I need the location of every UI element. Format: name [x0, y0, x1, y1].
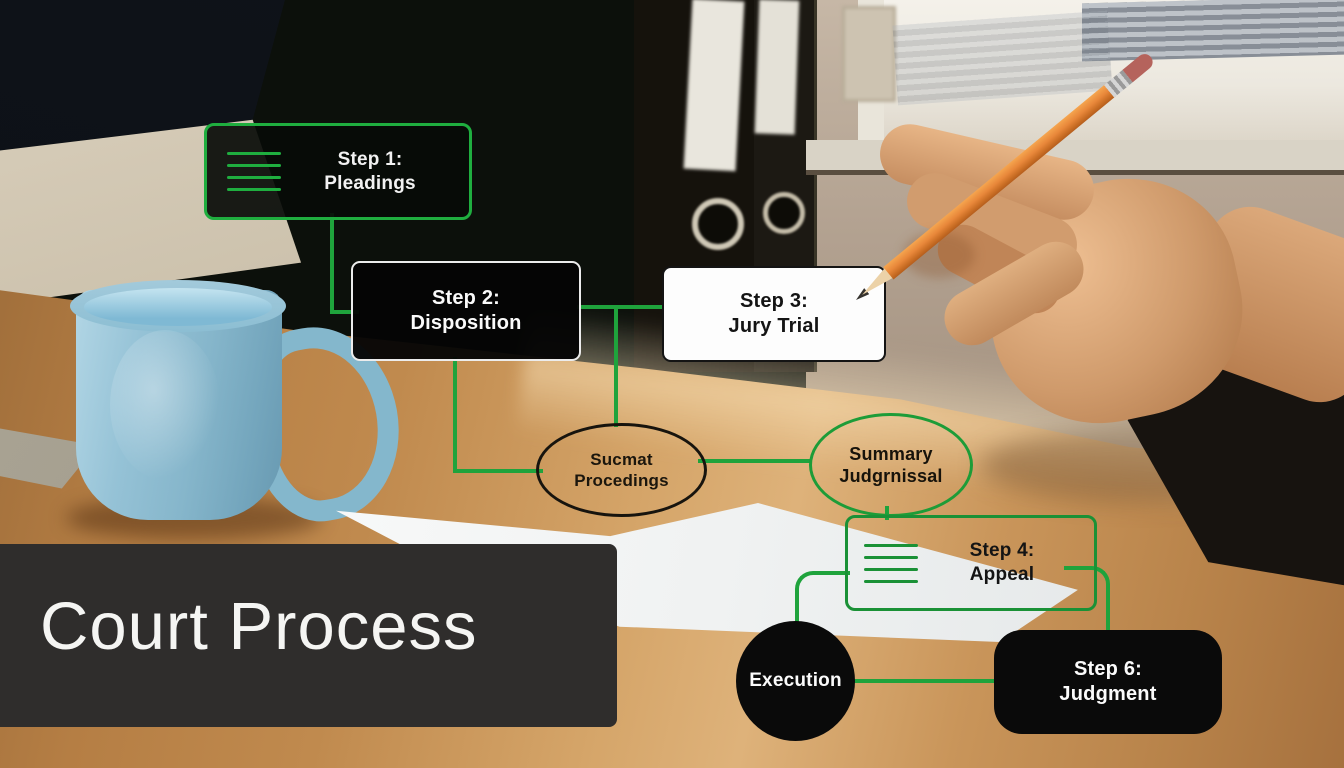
node-label: Step 6: Judgment: [1059, 658, 1157, 705]
node-label: Execution: [749, 670, 842, 692]
connector-step4-execution: [795, 571, 850, 632]
node-step3-jury-trial: Step 3: Jury Trial: [662, 266, 886, 362]
node-step2-disposition: Step 2: Disposition: [351, 261, 581, 361]
connector-step2-step3: [577, 305, 663, 309]
window-blinds-reflection: [892, 10, 1113, 106]
node-step4-appeal: Step 4: Appeal: [845, 515, 1097, 611]
connector-step1-step2: [330, 213, 359, 314]
node-oval-summary-judgrnissal: Summary Judgrnissal: [809, 413, 973, 517]
list-lines-icon: [864, 543, 918, 583]
window-blinds: [1082, 0, 1344, 62]
mug-rim-inner: [84, 288, 272, 326]
node-label: Step 2: Disposition: [410, 287, 522, 334]
connector-step3line-sucmat: [614, 305, 618, 427]
node-label: Step 4: Appeal: [969, 540, 1035, 585]
node-label: Summary Judgrnissal: [839, 443, 943, 487]
binder-label: [683, 0, 745, 172]
list-lines-icon: [227, 152, 281, 191]
picture-frame: [842, 6, 896, 102]
node-oval-sucmat-procedings: Sucmat Procedings: [536, 423, 707, 517]
title-panel: [0, 544, 617, 727]
node-step6-judgment: Step 6: Judgment: [994, 630, 1222, 734]
binder-ring-hole: [692, 198, 744, 250]
binder-label: [754, 0, 800, 135]
node-label: Step 1: Pleadings: [324, 148, 416, 194]
mug-gloss: [110, 330, 220, 480]
node-step1-pleadings: Step 1: Pleadings: [204, 123, 472, 220]
connector-execution-step6: [852, 679, 998, 683]
node-execution: Execution: [736, 621, 855, 741]
binder-ring-hole: [763, 192, 805, 234]
connector-sucmat-summary: [698, 459, 810, 463]
node-label: Step 3: Jury Trial: [728, 290, 820, 337]
connector-step4-step6: [1064, 566, 1110, 637]
connector-step2-sucmat: [453, 357, 543, 473]
node-label: Sucmat Procedings: [574, 449, 669, 490]
page-title: Court Process: [40, 589, 478, 664]
